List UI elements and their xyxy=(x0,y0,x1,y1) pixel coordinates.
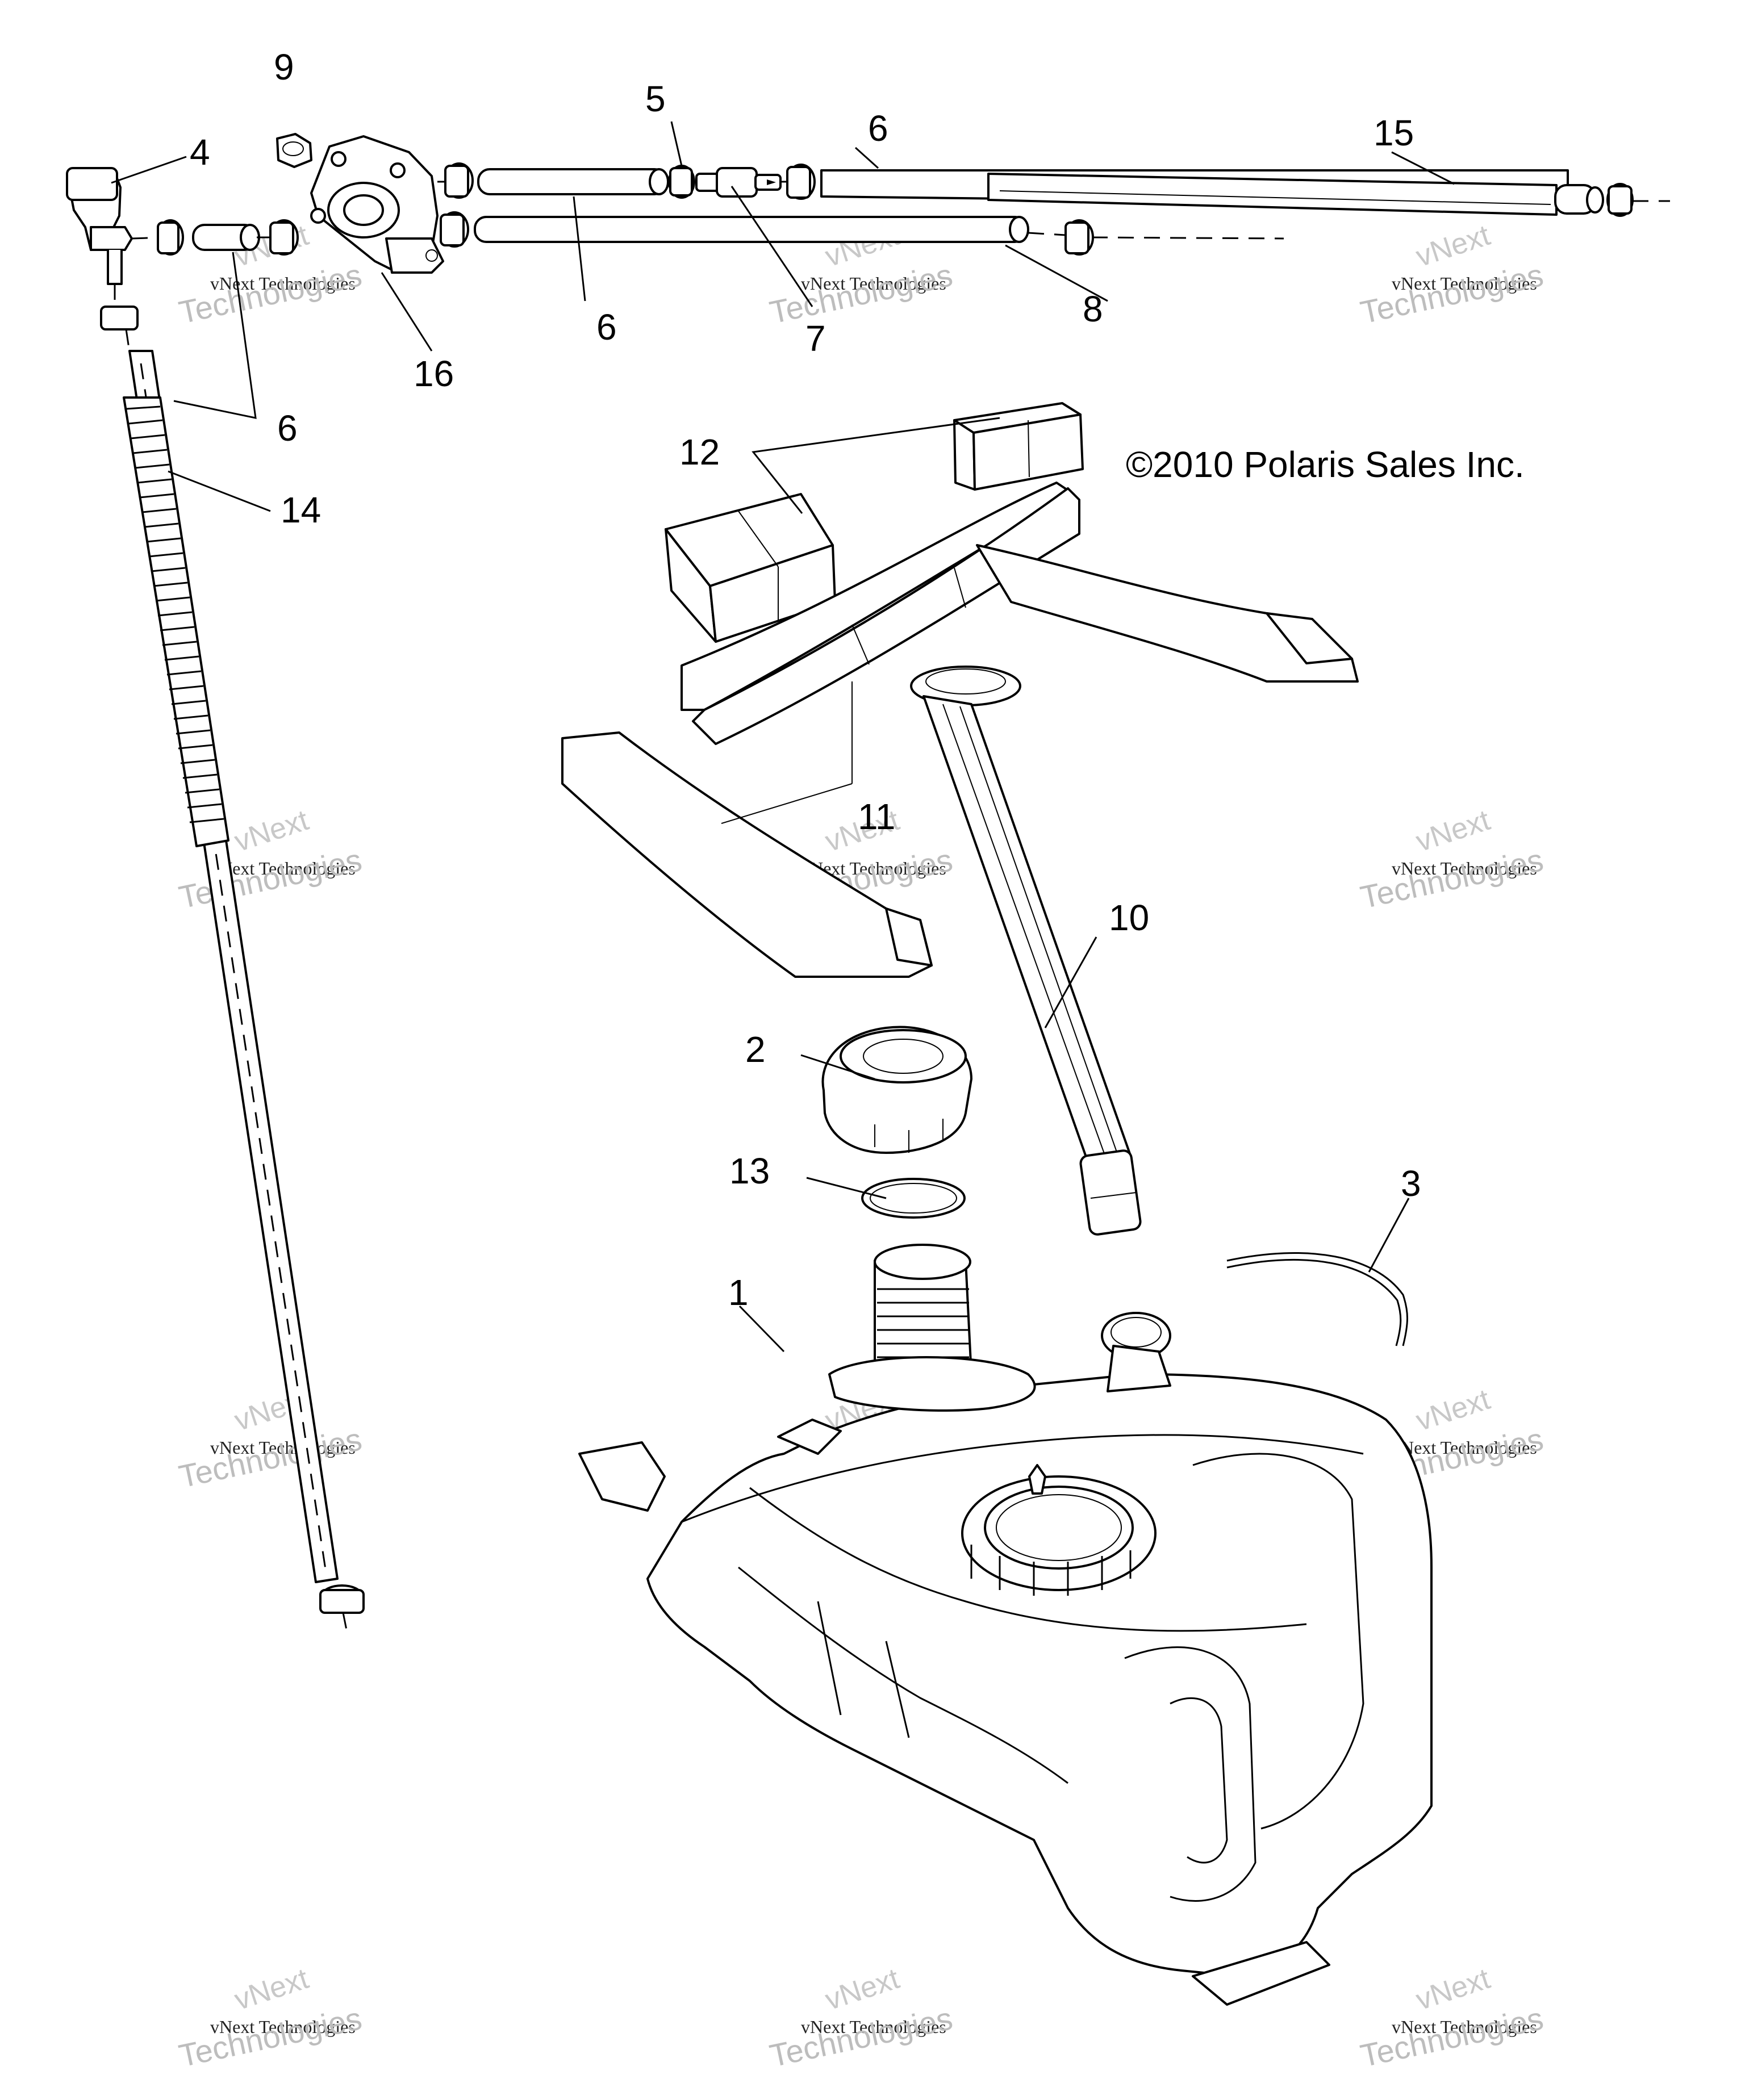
hose-clamp-left xyxy=(157,219,184,256)
watermark: vNext vNext Technologies Technologies xyxy=(176,1383,365,1495)
svg-text:vNext: vNext xyxy=(231,804,313,858)
tank-vent-boss xyxy=(1101,1312,1171,1392)
part-8-vent-hose xyxy=(474,216,1029,243)
svg-text:Technologies: Technologies xyxy=(766,2000,955,2074)
part-10-fuel-sender xyxy=(910,666,1142,1236)
hose-clamp-l2 xyxy=(1064,219,1094,256)
svg-text:vNext Technologies: vNext Technologies xyxy=(801,2017,946,2037)
svg-text:vNext Technologies: vNext Technologies xyxy=(210,2017,356,2037)
callout-11: 11 xyxy=(858,796,895,837)
svg-text:Technologies: Technologies xyxy=(176,2000,365,2074)
part-12-foam-pad-left xyxy=(665,493,836,643)
leader-lines xyxy=(111,121,1455,1353)
svg-text:Technologies: Technologies xyxy=(1357,842,1546,915)
fuel-line-assembly xyxy=(66,133,1670,353)
callout-1: 1 xyxy=(728,1272,749,1313)
svg-text:vNext Technologies: vNext Technologies xyxy=(210,1437,356,1458)
svg-text:vNext: vNext xyxy=(1412,1962,1494,2017)
callout-6: 6 xyxy=(596,307,617,348)
callout-15: 15 xyxy=(1374,112,1414,153)
hose-clamp-valve-in xyxy=(269,219,299,256)
part-13-cap-gasket xyxy=(861,1178,966,1219)
callout-6: 6 xyxy=(868,108,888,149)
callout-8: 8 xyxy=(1083,288,1103,329)
callout-16: 16 xyxy=(414,353,454,394)
svg-text:vNext Technologies: vNext Technologies xyxy=(1392,2017,1537,2037)
svg-text:vNext: vNext xyxy=(821,1962,904,2017)
svg-text:vNext Technologies: vNext Technologies xyxy=(1392,273,1537,294)
watermark: vNext vNext Technologies Technologies xyxy=(176,1962,365,2074)
callout-7: 7 xyxy=(805,318,826,359)
part-6-hose-upper-left xyxy=(477,168,669,195)
svg-text:vNext: vNext xyxy=(231,1962,313,2017)
copyright-notice: ©2010 Polaris Sales Inc. xyxy=(1126,444,1525,485)
hose-clamp-u1 xyxy=(444,162,474,199)
part-2-fuel-cap xyxy=(821,1026,972,1154)
spring-guard xyxy=(123,396,229,847)
hose-clamp-body xyxy=(100,306,139,331)
svg-text:Technologies: Technologies xyxy=(766,257,955,331)
svg-text:vNext Technologies: vNext Technologies xyxy=(1392,1437,1537,1458)
callout-14: 14 xyxy=(281,490,321,530)
part-5-clamp xyxy=(668,165,695,199)
svg-text:vNext: vNext xyxy=(1412,1383,1494,1437)
part-15-hose-sleeve xyxy=(987,173,1558,216)
svg-text:vNext Technologies: vNext Technologies xyxy=(210,858,356,879)
watermark: vNext vNext Technologies Technologies xyxy=(1357,219,1546,331)
watermark: vNext vNext Technologies Technologies xyxy=(1357,804,1546,915)
part-9-nut xyxy=(276,133,312,168)
svg-text:vNext Technologies: vNext Technologies xyxy=(210,273,356,294)
callout-labels: 9 4 5 6 15 6 7 8 16 6 14 12 11 10 2 13 3… xyxy=(190,47,1421,1313)
part-7-fuel-filter xyxy=(695,167,782,198)
callout-10: 10 xyxy=(1109,897,1149,938)
part-14-hose-with-spring xyxy=(123,350,365,1636)
part-16-fuel-valve xyxy=(310,135,444,274)
hose-clamp-bottom xyxy=(319,1584,365,1614)
svg-text:Technologies: Technologies xyxy=(176,257,365,331)
watermark: vNext vNext Technologies Technologies xyxy=(766,1962,955,2074)
part-4-elbow-fitting xyxy=(66,167,133,318)
callout-5: 5 xyxy=(645,78,666,119)
sender-float xyxy=(1079,1149,1142,1236)
svg-text:vNext Technologies: vNext Technologies xyxy=(801,273,946,294)
part-6-hose-short xyxy=(192,224,260,251)
hose-end-fitting xyxy=(1554,183,1634,217)
part-3-vent-line xyxy=(1226,1252,1408,1346)
svg-text:vNext Technologies: vNext Technologies xyxy=(1392,858,1537,879)
callout-12: 12 xyxy=(679,432,720,472)
svg-text:vNext: vNext xyxy=(1412,219,1494,273)
tank-fuel-pump-module xyxy=(961,1464,1157,1596)
svg-text:Technologies: Technologies xyxy=(1357,257,1546,331)
callout-2: 2 xyxy=(745,1029,766,1070)
callout-6: 6 xyxy=(277,408,298,449)
hose-clamp-u2 xyxy=(786,164,816,200)
callout-4: 4 xyxy=(190,132,210,173)
svg-text:vNext: vNext xyxy=(1412,804,1494,858)
callout-9: 9 xyxy=(274,47,294,87)
part-12-foam-pad-right xyxy=(953,402,1084,491)
callout-3: 3 xyxy=(1401,1163,1421,1204)
part-11-tank-strap xyxy=(561,482,1359,978)
svg-text:Technologies: Technologies xyxy=(176,842,365,915)
watermark: vNext vNext Technologies Technologies xyxy=(1357,1962,1546,2074)
svg-text:Technologies: Technologies xyxy=(176,1421,365,1495)
hose-clamp-l1 xyxy=(440,211,469,248)
callout-13: 13 xyxy=(729,1151,770,1191)
svg-text:Technologies: Technologies xyxy=(1357,2000,1546,2074)
part-1-fuel-tank xyxy=(578,1244,1433,2006)
tank-filler-neck xyxy=(828,1244,1036,1412)
